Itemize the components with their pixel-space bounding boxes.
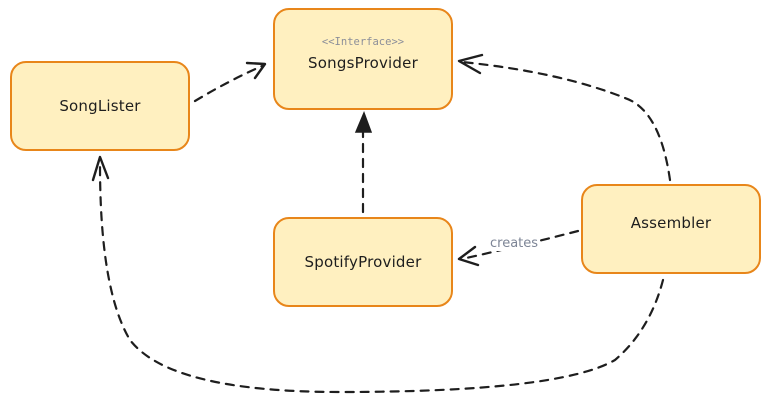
stereotype-label: <<Interface>> xyxy=(321,36,405,48)
node-label: SongLister xyxy=(59,97,141,115)
node-label: SpotifyProvider xyxy=(304,253,422,271)
node-assembler[interactable]: Assembler xyxy=(581,184,761,274)
edge-assembler-to-songlister xyxy=(98,163,665,394)
arrowhead-filled-triangle-icon xyxy=(354,110,373,133)
node-label: SongsProvider xyxy=(308,54,418,72)
arrowhead-open-icon xyxy=(91,155,110,182)
node-label: Assembler xyxy=(630,214,712,232)
node-song-lister[interactable]: SongLister xyxy=(10,61,190,151)
arrowhead-open-icon xyxy=(457,245,480,267)
node-songs-provider[interactable]: <<Interface>> SongsProvider xyxy=(273,8,453,110)
node-spotify-provider[interactable]: SpotifyProvider xyxy=(273,217,453,307)
arrowhead-open-icon xyxy=(457,53,484,75)
arrowhead-open-icon xyxy=(245,61,267,80)
edge-assembler-to-songsprovider xyxy=(460,60,672,182)
edge-label-creates: creates xyxy=(489,236,540,251)
edge-songlister-to-songsprovider xyxy=(193,64,264,103)
